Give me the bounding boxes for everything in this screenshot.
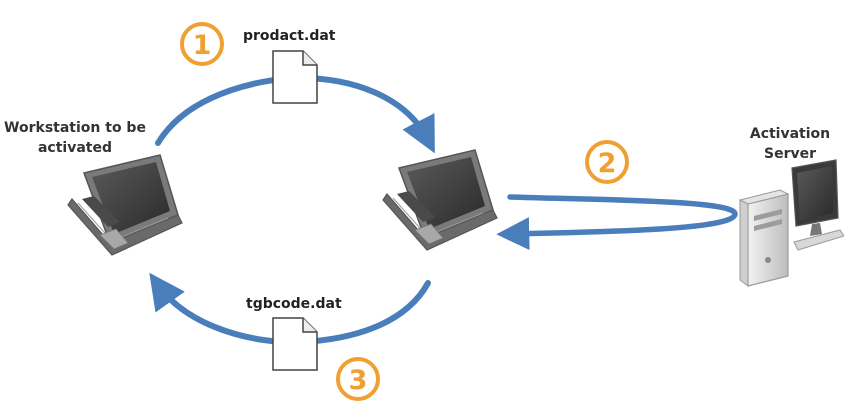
server-label-line1: Activation	[749, 126, 831, 142]
step-number-2: 2	[598, 148, 617, 179]
response-file-label: tgbcode.dat	[246, 296, 342, 312]
workstation-label: Workstation to be activated	[0, 118, 150, 158]
activation-server-label: Activation Server	[740, 124, 840, 164]
workstation-label-line1: Workstation to be	[4, 120, 146, 136]
workstation-label-line2: activated	[37, 140, 113, 156]
laptop-icon	[67, 154, 183, 256]
request-file-label: prodact.dat	[243, 28, 336, 44]
step-number-3: 3	[349, 365, 368, 396]
document-icon	[272, 317, 318, 371]
server-label-line2: Server	[763, 146, 816, 162]
laptop-icon	[382, 149, 498, 251]
document-icon	[272, 50, 318, 104]
desktop-tower-icon	[738, 159, 844, 287]
step-badge-1: 1	[180, 22, 224, 66]
step-badge-3: 3	[336, 357, 380, 401]
step-number-1: 1	[193, 30, 212, 61]
step-badge-2: 2	[585, 140, 629, 184]
arrow-step-2	[496, 194, 738, 251]
